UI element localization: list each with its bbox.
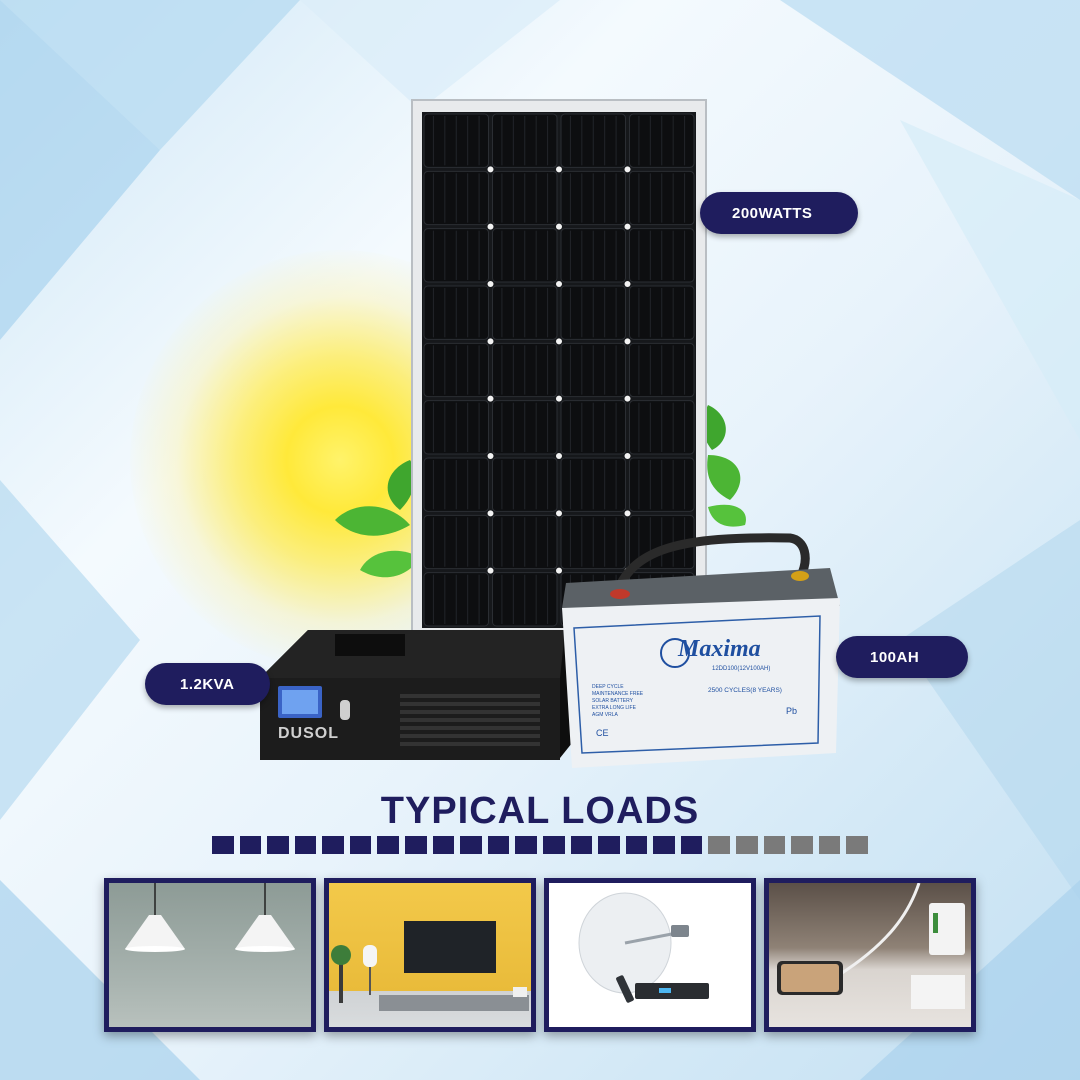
progress-segment-filled	[294, 836, 317, 854]
satellite-dish-icon	[578, 892, 709, 1003]
progress-segment-empty	[763, 836, 786, 854]
progress-segment-filled	[625, 836, 648, 854]
progress-segment-filled	[598, 836, 620, 854]
battery-ah-text: 100AH	[870, 648, 920, 666]
inverter-brand: DUSOL	[278, 725, 339, 742]
progress-segment-filled	[460, 836, 482, 854]
progress-segments	[212, 836, 868, 854]
progress-segment-filled	[542, 836, 565, 854]
progress-segment-empty	[735, 836, 758, 854]
load-thumb-charger	[764, 878, 976, 1032]
solar-panel-image	[411, 99, 707, 639]
progress-segment-empty	[818, 836, 841, 854]
progress-segment-filled	[487, 836, 510, 854]
battery-pb-mark: Pb	[786, 706, 797, 716]
progress-segment-filled	[570, 836, 593, 854]
leaves-left-icon	[335, 460, 420, 578]
progress-segment-empty	[708, 836, 730, 854]
progress-segment-filled	[377, 836, 400, 854]
pendant-lamp-icon	[125, 883, 295, 952]
panel-watts-label: 200WATTS	[700, 192, 858, 234]
progress-segment-filled	[349, 836, 372, 854]
load-thumb-tv	[324, 878, 536, 1032]
inverter-vent	[400, 694, 540, 746]
tv-icon	[331, 921, 529, 1011]
progress-segment-filled	[322, 836, 344, 854]
progress-segment-filled	[212, 836, 234, 854]
progress-segment-filled	[515, 836, 537, 854]
battery-brand: Maxima	[677, 636, 761, 662]
battery-ce-mark: CE	[596, 728, 609, 738]
progress-segment-filled	[432, 836, 455, 854]
inverter-image: DUSOL	[260, 630, 580, 760]
phone-charger-icon	[777, 883, 965, 1009]
battery-feature: AGM VRLA	[592, 712, 619, 718]
load-thumb-lamps	[104, 878, 316, 1032]
progress-segment-filled	[405, 836, 427, 854]
progress-segment-filled	[267, 836, 289, 854]
battery-feature: SOLAR BATTERY	[592, 698, 634, 704]
panel-watts-text: 200WATTS	[732, 204, 813, 222]
battery-feature: MAINTENANCE FREE	[592, 691, 644, 697]
progress-segment-empty	[846, 836, 868, 854]
progress-segment-filled	[653, 836, 675, 854]
battery-ah-label: 100AH	[836, 636, 968, 678]
inverter-kva-label: 1.2KVA	[145, 663, 270, 705]
section-title: TYPICAL LOADS	[380, 790, 700, 832]
battery-model: 12DD100(12V100AH)	[712, 666, 770, 672]
battery-feature: DEEP CYCLE	[592, 684, 624, 690]
progress-segment-filled	[680, 836, 703, 854]
battery-image: Maxima 12DD100(12V100AH) 2500 CYCLES(8 Y…	[562, 533, 840, 768]
leaves-right-icon	[702, 405, 746, 527]
inverter-kva-text: 1.2KVA	[180, 675, 235, 693]
battery-feature: EXTRA LONG LIFE	[592, 705, 637, 711]
load-thumb-satellite	[544, 878, 756, 1032]
progress-segment-empty	[791, 836, 813, 854]
progress-segment-filled	[239, 836, 262, 854]
battery-cycles: 2500 CYCLES(8 YEARS)	[708, 687, 782, 694]
